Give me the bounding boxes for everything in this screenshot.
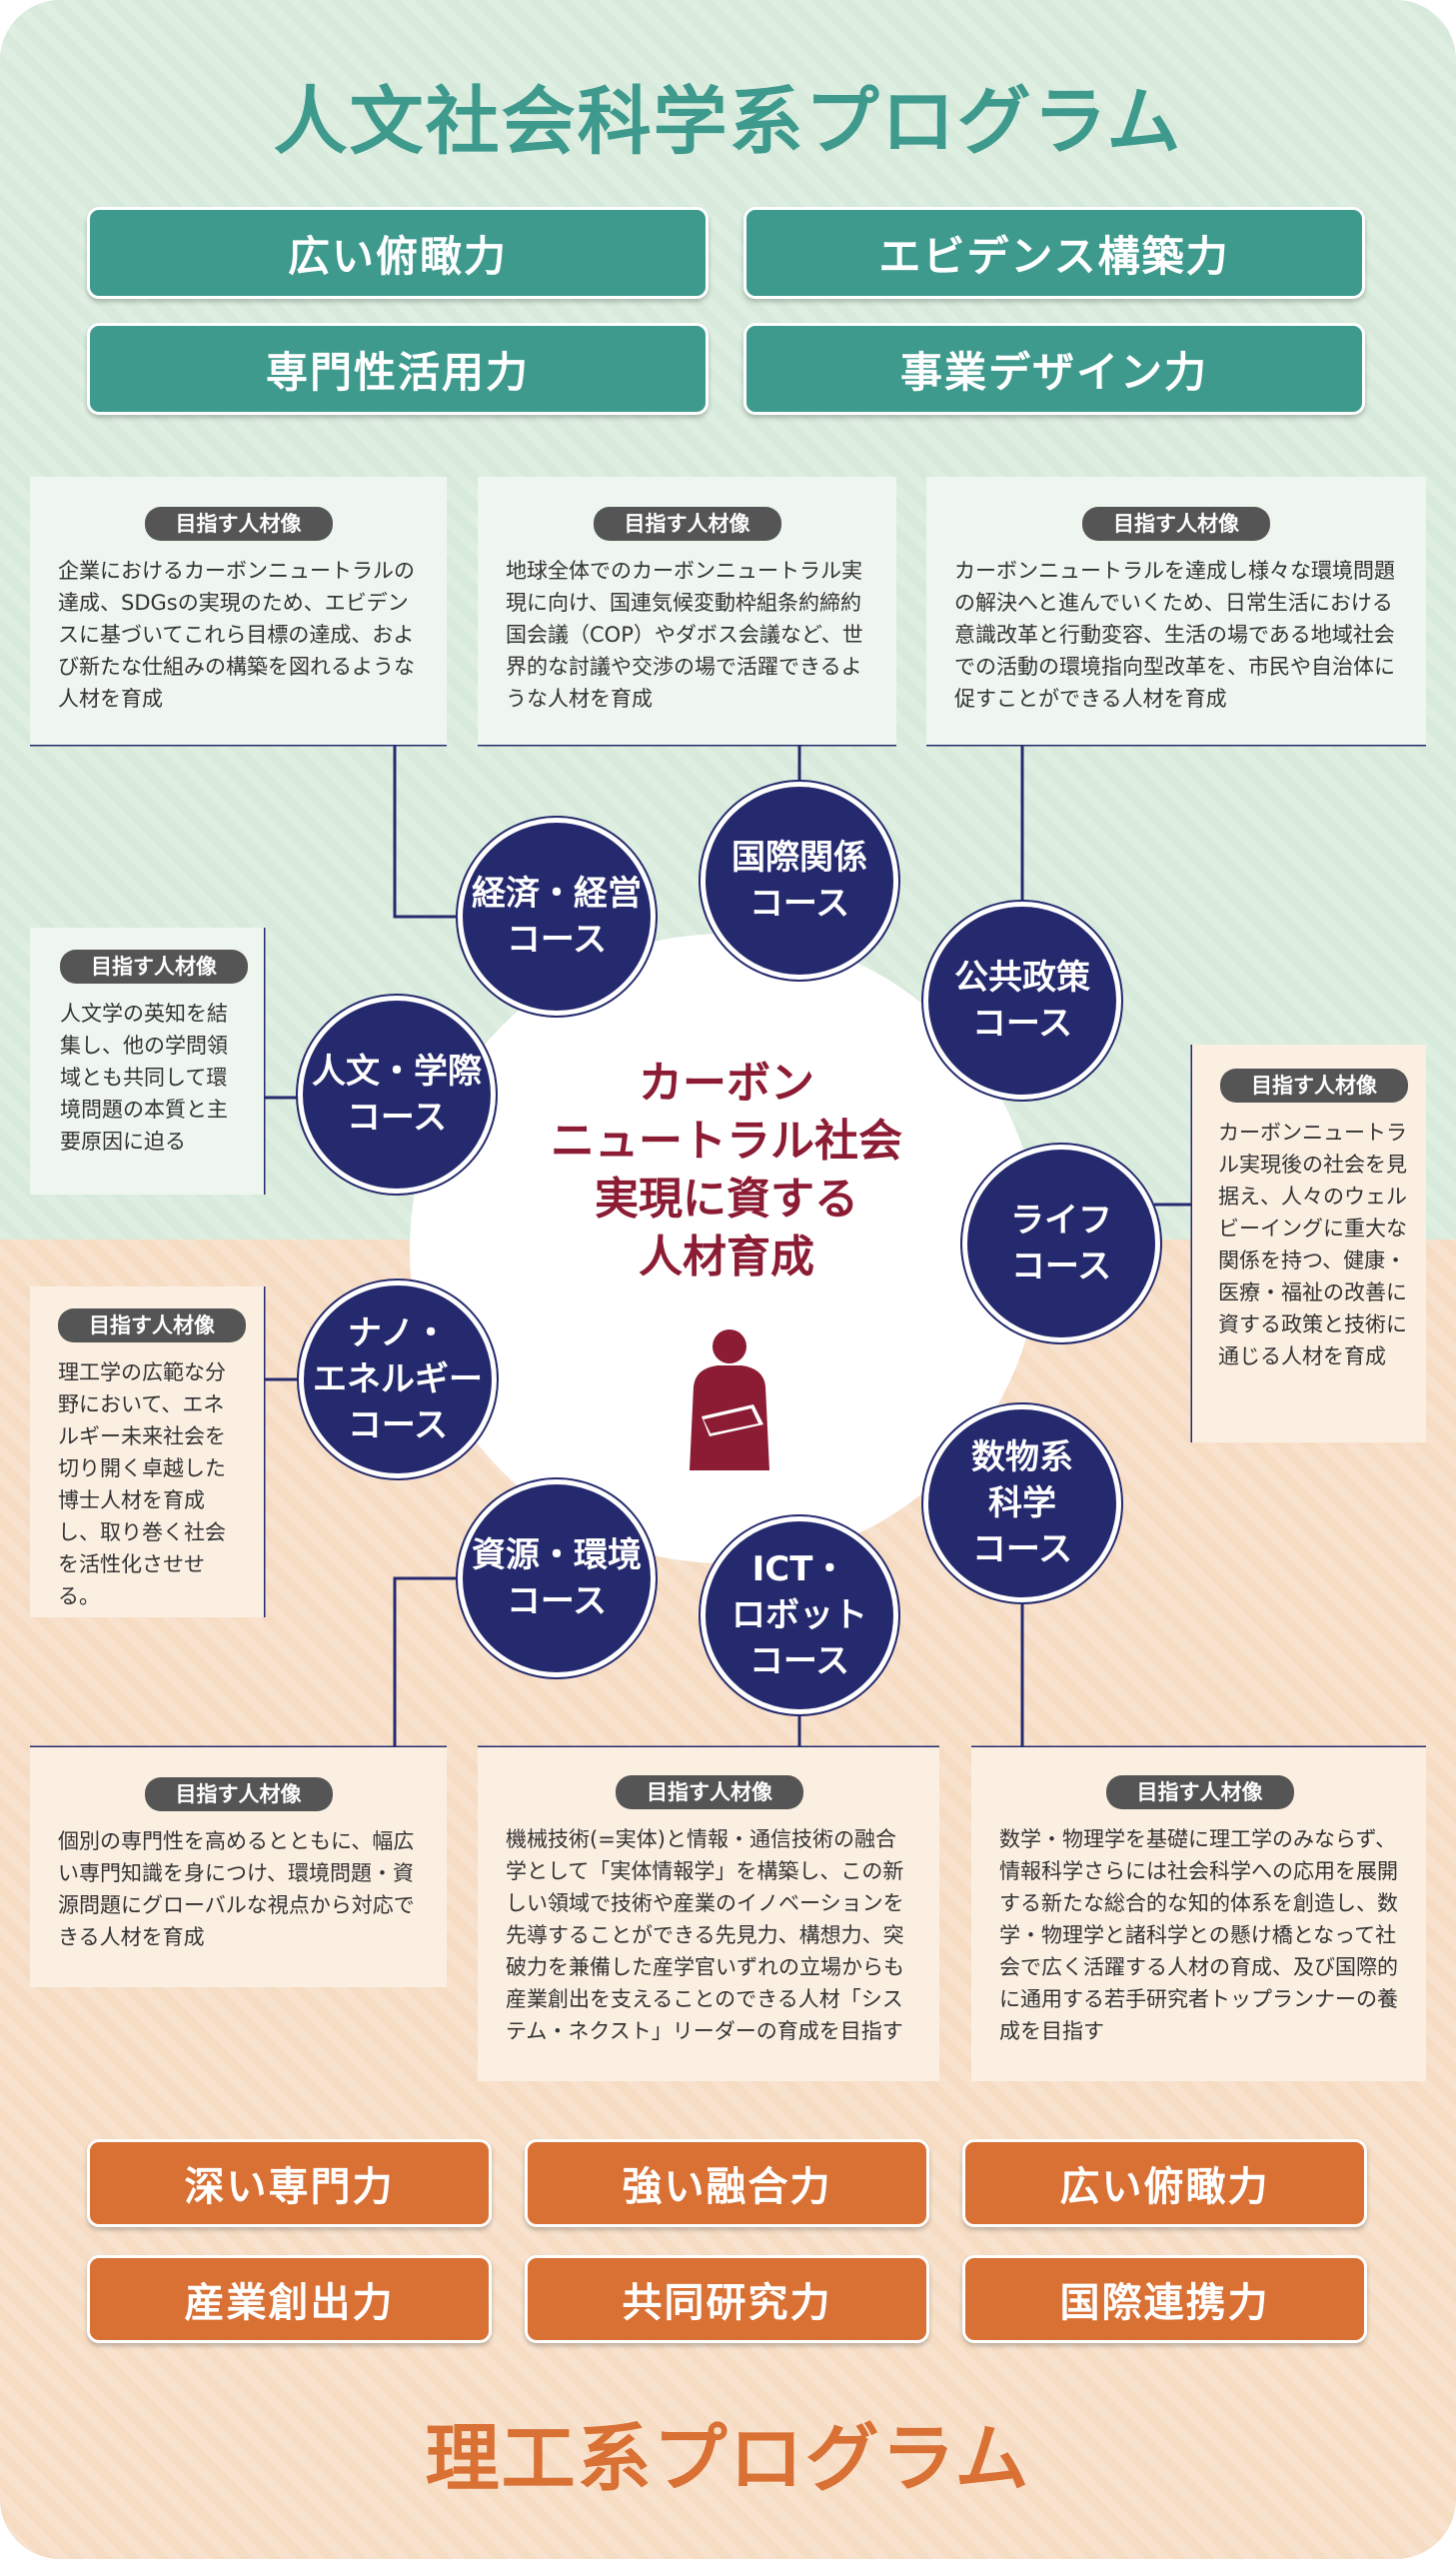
- card-jinbun: 目指す人材像 人文学の英知を結集し、他の学問領域とも共同して環境問題の本質と主要…: [30, 928, 264, 1195]
- central-theme: カーボン ニュートラル社会 実現に資する 人材育成: [551, 1058, 902, 1282]
- goal-badge: 目指す人材像: [144, 507, 333, 541]
- skill-broad-perspective: 広い俯瞰力: [87, 207, 709, 299]
- course-kokusai: 国際関係 コース: [701, 782, 898, 980]
- card-keizai-text: 企業におけるカーボンニュートラルの達成、SDGsの実現のため、エビデンスに基づい…: [58, 559, 415, 711]
- card-kokyo: 目指す人材像 カーボンニュートラルを達成し様々な環境問題の解決へと進んでいくため…: [926, 477, 1426, 745]
- goal-badge: 目指す人材像: [60, 950, 248, 984]
- skill-business-design: 事業デザイン力: [743, 323, 1365, 415]
- goal-badge: 目指す人材像: [1082, 507, 1270, 541]
- connector-keizai: [393, 745, 460, 919]
- goal-badge: 目指す人材像: [1220, 1069, 1408, 1103]
- goal-badge: 目指す人材像: [1105, 1775, 1294, 1809]
- science-program-title: 理工系プログラム: [425, 2416, 1031, 2502]
- card-ict: 目指す人材像 機械技術(=実体)と情報・通信技術の融合学として「実体情報学」を構…: [478, 1747, 939, 2081]
- goal-badge: 目指す人材像: [616, 1775, 803, 1809]
- card-shigen: 目指す人材像 個別の専門性を高めるとともに、幅広い専門知識を身につけ、環境問題・…: [30, 1747, 447, 1987]
- card-shigen-text: 個別の専門性を高めるとともに、幅広い専門知識を身につけ、環境問題・資源問題にグロ…: [58, 1829, 415, 1949]
- card-kokusai: 目指す人材像 地球全体でのカーボンニュートラル実現に向け、国連気候変動枠組条約締…: [478, 477, 896, 745]
- card-life: 目指す人材像 カーボンニュートラル実現後の社会を見据え、人々のウェルビーイングに…: [1192, 1045, 1426, 1442]
- card-ict-text: 機械技術(=実体)と情報・通信技術の融合学として「実体情報学」を構築し、この新し…: [506, 1827, 904, 2043]
- skill-expertise-utilization: 専門性活用力: [87, 323, 709, 415]
- card-sugaku-text: 数学・物理学を基礎に理工学のみならず、情報科学さらには社会科学への応用を展開する…: [999, 1827, 1398, 2043]
- goal-badge: 目指す人材像: [593, 507, 781, 541]
- card-nano-text: 理工学の広範な分野において、エネルギー未来社会を切り開く卓越した博士人材を育成し…: [58, 1360, 226, 1608]
- skill-strong-integration: 強い融合力: [525, 2139, 929, 2227]
- course-shigen: 資源・環境 コース: [458, 1479, 656, 1677]
- skill-industry-creation: 産業創出力: [87, 2255, 492, 2343]
- skill-evidence-building: エビデンス構築力: [743, 207, 1365, 299]
- course-jinbun: 人文・学際 コース: [298, 996, 496, 1194]
- person-with-tablet-icon: [690, 1329, 769, 1470]
- course-ict: ICT・ ロボット コース: [701, 1516, 898, 1714]
- card-kokyo-text: カーボンニュートラルを達成し様々な環境問題の解決へと進んでいくため、日常生活にお…: [954, 559, 1395, 711]
- card-sugaku: 目指す人材像 数学・物理学を基礎に理工学のみならず、情報科学さらには社会科学への…: [971, 1747, 1426, 2081]
- course-kokyo: 公共政策 コース: [923, 902, 1121, 1100]
- card-jinbun-text: 人文学の英知を結集し、他の学問領域とも共同して環境問題の本質と主要原因に迫る: [60, 1002, 228, 1154]
- goal-badge: 目指す人材像: [58, 1308, 246, 1342]
- skill-deep-expertise: 深い専門力: [87, 2139, 492, 2227]
- goal-badge: 目指す人材像: [144, 1777, 333, 1811]
- course-life: ライフ コース: [962, 1145, 1160, 1342]
- connector-shigen: [393, 1576, 460, 1747]
- course-nano: ナノ・ エネルギー コース: [299, 1280, 497, 1478]
- skill-joint-research: 共同研究力: [525, 2255, 929, 2343]
- course-keizai: 経済・経営 コース: [458, 818, 656, 1016]
- card-nano: 目指す人材像 理工学の広範な分野において、エネルギー未来社会を切り開く卓越した博…: [30, 1286, 264, 1617]
- card-life-text: カーボンニュートラル実現後の社会を見据え、人々のウェルビーイングに重大な関係を持…: [1218, 1121, 1407, 1368]
- skill-broad-perspective-science: 広い俯瞰力: [962, 2139, 1367, 2227]
- card-keizai: 目指す人材像 企業におけるカーボンニュートラルの達成、SDGsの実現のため、エビ…: [30, 477, 447, 745]
- humanities-program-title: 人文社会科学系プログラム: [273, 79, 1183, 165]
- course-sugaku: 数物系 科学 コース: [923, 1404, 1121, 1602]
- card-kokusai-text: 地球全体でのカーボンニュートラル実現に向け、国連気候変動枠組条約締約国会議（CO…: [506, 559, 863, 711]
- skill-international-collaboration: 国際連携力: [962, 2255, 1367, 2343]
